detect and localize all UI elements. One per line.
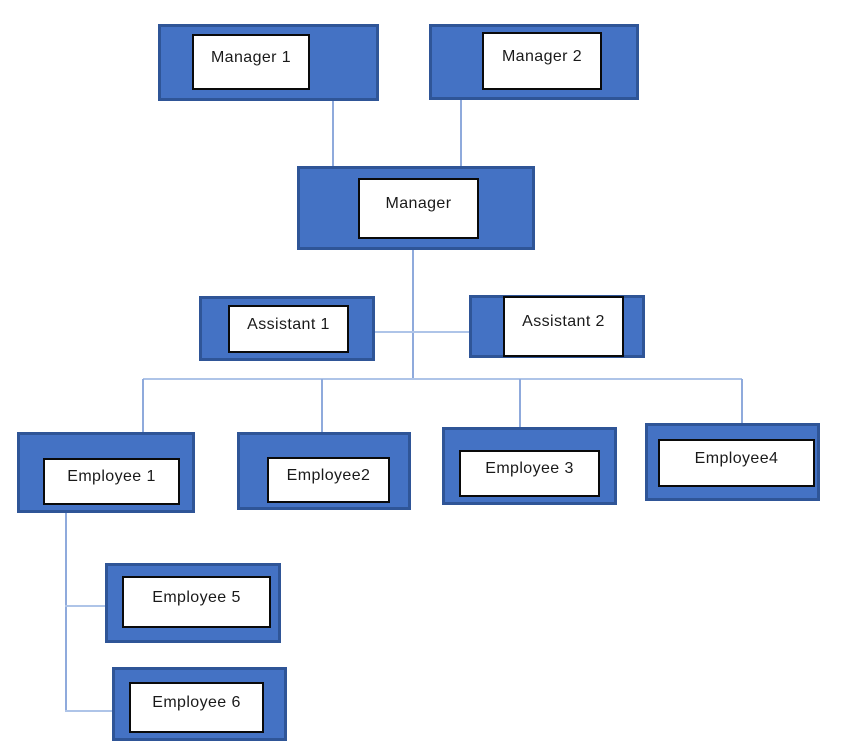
org-node-label-box: Manager 1 [192,34,310,90]
org-node-employee-4[interactable]: Employee4 [645,423,820,501]
org-node-label: Assistant 2 [522,313,605,330]
connector-drop-employee4 [741,379,743,423]
connector-stub-employee5 [65,605,105,607]
org-node-label: Manager 1 [210,48,292,66]
org-node-label: Manager 2 [501,47,583,65]
org-node-assistant-2[interactable]: Assistant 2 [469,295,645,358]
connector-employee1-trunk [65,513,67,712]
org-node-label-box: Manager 2 [482,32,602,90]
org-node-label-box: Employee2 [267,457,390,503]
org-node-label-box: Assistant 1 [228,305,349,353]
connector-manager2-manager [460,100,462,166]
connector-drop-employee3 [519,379,521,427]
org-node-assistant-1[interactable]: Assistant 1 [199,296,375,361]
org-node-label-box: Employee 5 [122,576,271,628]
org-node-label-box: Assistant 2 [503,296,624,357]
org-node-label: Manager [385,195,452,212]
org-node-employee-5[interactable]: Employee 5 [105,563,281,643]
org-node-label: Employee 5 [152,588,241,606]
org-node-employee-1[interactable]: Employee 1 [17,432,195,513]
connector-drop-employee2 [321,379,323,432]
org-node-label: Employee4 [694,449,779,467]
org-node-employee-3[interactable]: Employee 3 [442,427,617,505]
connector-manager1-manager [332,101,334,166]
org-node-label-box: Employee 3 [459,450,600,497]
org-node-label-box: Employee 6 [129,682,264,733]
org-node-label-box: Employee 1 [43,458,180,505]
connector-assistant1-assistant2 [375,331,470,333]
org-node-label: Employee 1 [67,468,156,485]
connector-drop-employee1 [142,379,144,432]
org-node-label: Employee 3 [485,460,574,477]
connector-manager-trunk [412,250,414,379]
org-node-label: Employee2 [286,466,371,484]
org-node-label: Assistant 1 [247,315,330,333]
org-node-employee-6[interactable]: Employee 6 [112,667,287,741]
org-node-label-box: Manager [358,178,479,239]
connector-employee-bus [143,378,742,380]
org-node-manager-2[interactable]: Manager 2 [429,24,639,100]
connector-stub-employee6 [65,710,112,712]
org-node-manager-1[interactable]: Manager 1 [158,24,379,101]
org-node-employee-2[interactable]: Employee2 [237,432,411,510]
org-node-manager[interactable]: Manager [297,166,535,250]
org-node-label: Employee 6 [152,694,241,711]
org-node-label-box: Employee4 [658,439,815,487]
